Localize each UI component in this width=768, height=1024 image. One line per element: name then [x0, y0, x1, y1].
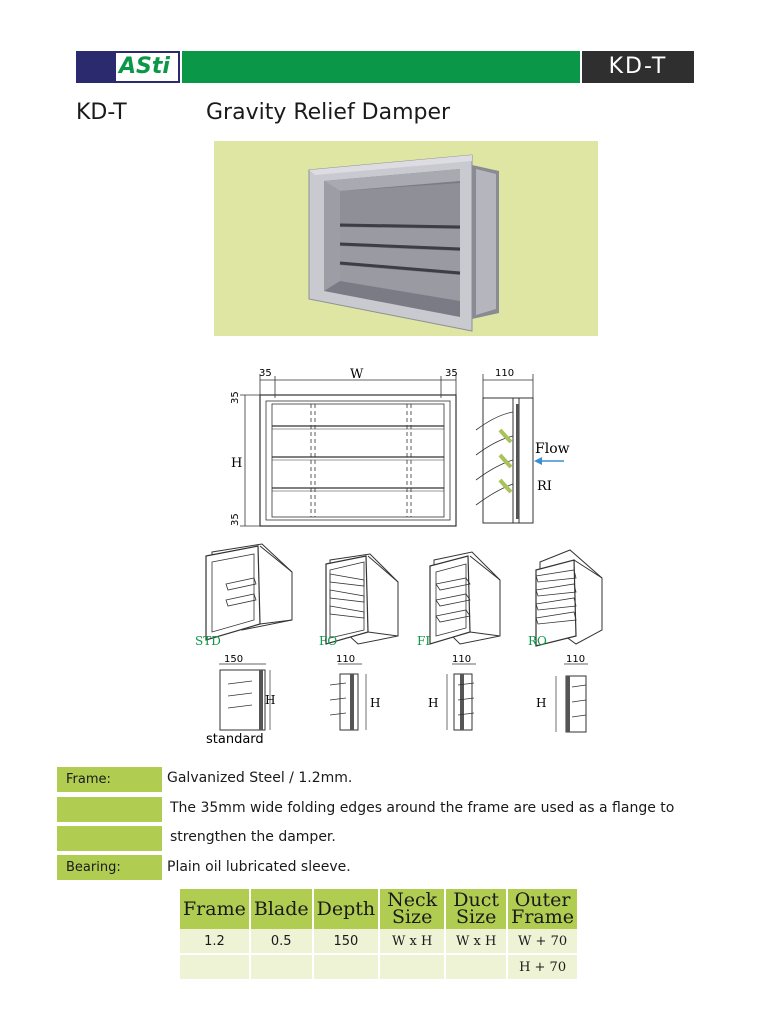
frame-label: Frame:: [57, 767, 162, 792]
dim-right-flange: 35: [445, 368, 458, 379]
cell-blade: [250, 955, 312, 981]
frame-note-line2: strengthen the damper.: [170, 829, 336, 845]
cell-outer: W + 70: [508, 929, 578, 955]
variant-ro-depth: 110: [566, 654, 585, 665]
cell-frame: 1.2: [180, 929, 249, 955]
table-row: H + 70: [180, 955, 578, 981]
bearing-label: Bearing:: [57, 855, 162, 880]
cell-neck: [380, 955, 445, 981]
header-green-bar: [182, 51, 580, 83]
product-photo: [214, 141, 598, 336]
variant-fo-code: FO: [319, 634, 337, 648]
dim-bottom-flange: 35: [230, 513, 241, 526]
duct-line1: Duct: [453, 889, 500, 911]
logo-text: ASti: [119, 54, 170, 79]
variant-ro-height: H: [536, 696, 546, 710]
model-code-title: KD-T: [76, 100, 127, 125]
cell-depth: [313, 955, 379, 981]
table-row: 1.2 0.5 150 W x H W x H W + 70: [180, 929, 578, 955]
flow-arrow-icon: [534, 457, 542, 465]
ri-label: RI: [537, 479, 552, 494]
col-depth: Depth: [313, 889, 379, 929]
frame-note-label-blank: [57, 797, 162, 822]
logo-plate: ASti: [116, 53, 178, 81]
cell-duct: W x H: [446, 929, 507, 955]
neck-line1: Neck: [387, 889, 438, 911]
cell-depth: 150: [313, 929, 379, 955]
duct-line2: Size: [455, 906, 497, 928]
company-logo: ASti: [76, 51, 180, 83]
variant-std-iso: [205, 543, 293, 641]
variant-drawings: STD FO FI RO 150 H standard 110 H 110 H …: [195, 543, 603, 747]
col-blade: Blade: [250, 889, 312, 929]
cell-duct: [446, 955, 507, 981]
dim-height: H: [231, 456, 242, 471]
variant-std-depth: 150: [224, 654, 243, 665]
frame-note-label-blank-2: [57, 826, 162, 851]
cell-neck: W x H: [380, 929, 445, 955]
frame-value: Galvanized Steel / 1.2mm.: [167, 770, 353, 786]
header-model-code: KD-T: [582, 51, 694, 83]
flow-label: Flow: [535, 441, 570, 457]
outer-line1: Outer: [514, 889, 571, 911]
variant-fo-iso: [325, 553, 399, 645]
variant-fi-depth: 110: [452, 654, 471, 665]
frame-note-line1: The 35mm wide folding edges around the f…: [170, 800, 675, 816]
dim-depth: 110: [495, 368, 514, 379]
variant-ro-code: RO: [528, 634, 547, 648]
dim-left-flange: 35: [259, 368, 272, 379]
dimension-drawing: 35 W 35 35 H 35 110 Flow RI: [230, 367, 570, 527]
cell-frame: [180, 955, 249, 981]
cell-blade: 0.5: [250, 929, 312, 955]
variant-fi-iso: [429, 551, 501, 645]
dim-width: W: [350, 367, 364, 382]
outer-line2: Frame: [511, 906, 575, 928]
neck-line2: Size: [391, 906, 433, 928]
variant-fo-height: H: [370, 696, 380, 710]
variant-std-caption: standard: [206, 732, 264, 747]
product-name-title: Gravity Relief Damper: [206, 100, 451, 125]
bearing-value: Plain oil lubricated sleeve.: [167, 859, 351, 875]
variant-fo-depth: 110: [336, 654, 355, 665]
variant-std-height: H: [265, 693, 275, 707]
header-band: ASti KD-T: [76, 51, 694, 83]
col-frame: Frame: [180, 889, 249, 929]
dim-top-flange: 35: [230, 391, 241, 404]
variant-std-code: STD: [195, 634, 221, 648]
variant-fi-code: FI: [417, 634, 430, 648]
variant-ro-iso: [535, 549, 603, 647]
cell-outer: H + 70: [508, 955, 578, 981]
damper-render-image: [308, 154, 499, 332]
variant-fi-height: H: [428, 696, 438, 710]
